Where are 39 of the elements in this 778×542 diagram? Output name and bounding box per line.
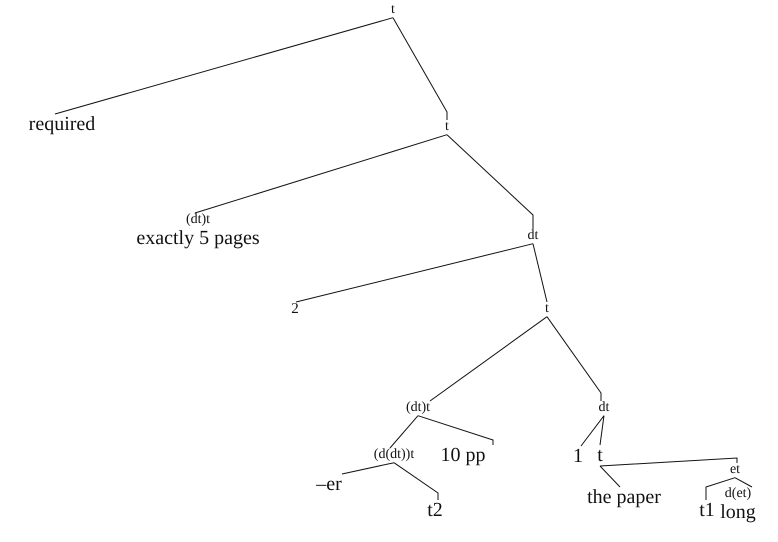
tree-branch [342, 462, 394, 474]
tree-branch [706, 477, 736, 500]
tree-branch [430, 316, 548, 402]
tree-branch [600, 457, 738, 466]
word-label: required [28, 114, 96, 134]
type-label: 2 [291, 302, 299, 317]
type-label: t [445, 120, 449, 134]
word-label: t1 [699, 500, 715, 520]
type-label: dt [528, 229, 538, 243]
type-label: t [391, 3, 395, 17]
type-label: dt [598, 401, 610, 415]
tree-branch [54, 17, 394, 114]
tree-branch [296, 243, 534, 302]
type-label: t [545, 302, 549, 316]
tree-branch [446, 134, 534, 230]
word-label: exactly 5 pages [136, 228, 260, 249]
word-label: long [720, 502, 756, 523]
tree-branch [580, 415, 604, 446]
tree-branch [194, 134, 448, 214]
type-label: (d(dt))t [374, 448, 414, 462]
word-label: the paper [587, 487, 661, 507]
tree-branch [546, 316, 602, 402]
tree-branch [392, 17, 448, 120]
tree-branch [734, 477, 752, 488]
type-label: (dt)t [406, 401, 430, 415]
type-label: (dt)t [184, 213, 212, 228]
word-label: 1 [573, 446, 583, 466]
tree-branch [532, 243, 548, 302]
tree-branch [418, 415, 494, 446]
tree-branch [600, 415, 604, 446]
type-label: d(et) [724, 487, 752, 502]
tree-branch [394, 462, 438, 500]
type-label: et [730, 463, 740, 477]
word-label: t2 [427, 500, 443, 520]
tree-branch [390, 415, 418, 448]
word-label: 10 pp [440, 445, 486, 465]
word-label: t [597, 445, 603, 465]
word-label: –er [316, 474, 342, 494]
tree-branch [600, 466, 620, 488]
